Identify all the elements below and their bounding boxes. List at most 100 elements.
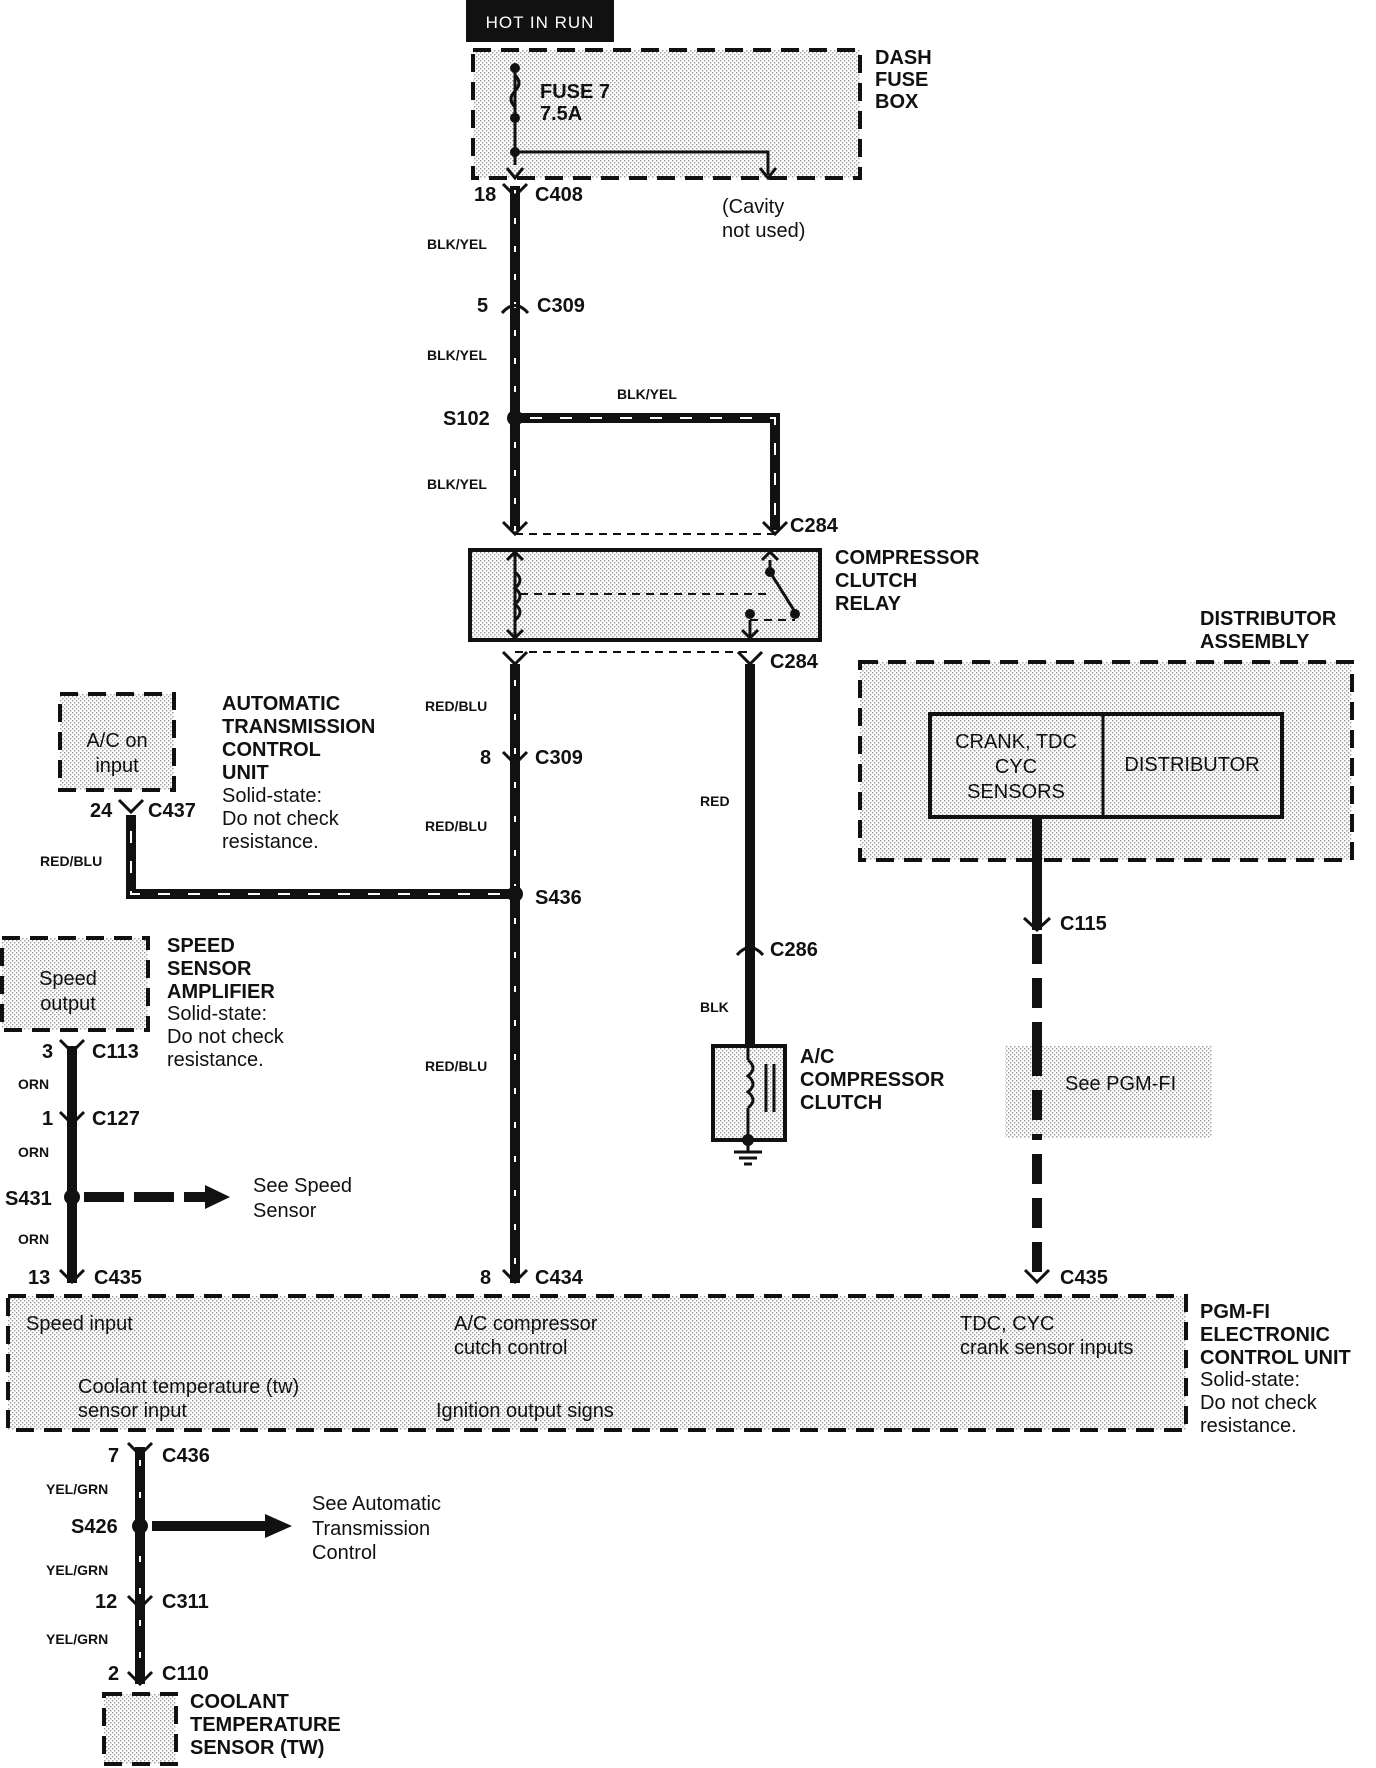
ecu-tdc-inputs-2: crank sensor inputs xyxy=(960,1337,1133,1359)
distributor-label: DISTRIBUTOR xyxy=(1124,754,1259,776)
svg-text:RELAY: RELAY xyxy=(835,593,902,615)
wire-label-red-blu-1: RED/BLU xyxy=(425,698,487,714)
svg-text:COOLANT: COOLANT xyxy=(190,1691,289,1713)
svg-text:CRANK, TDC: CRANK, TDC xyxy=(955,731,1077,753)
svg-text:SENSOR: SENSOR xyxy=(167,958,252,980)
ecu-ac-control-2: cutch control xyxy=(454,1337,567,1359)
connector-c408: C408 xyxy=(535,184,583,206)
svg-text:AMPLIFIER: AMPLIFIER xyxy=(167,981,275,1003)
svg-text:Solid-state:: Solid-state: xyxy=(1200,1369,1300,1391)
svg-text:Solid-state:: Solid-state: xyxy=(222,785,322,807)
splice-s102-label: S102 xyxy=(443,408,490,430)
svg-text:TEMPERATURE: TEMPERATURE xyxy=(190,1714,341,1736)
wire-label-blk-yel-3: BLK/YEL xyxy=(617,386,677,402)
ecu-title: PGM-FI ELECTRONIC CONTROL UNIT xyxy=(1200,1301,1351,1369)
see-speed-sensor-2: Sensor xyxy=(253,1200,317,1222)
svg-text:Do not check: Do not check xyxy=(167,1026,285,1048)
pin-3: 3 xyxy=(42,1041,53,1063)
ecu-tdc-inputs-1: TDC, CYC xyxy=(960,1313,1054,1335)
see-atc-1: See Automatic xyxy=(312,1493,441,1515)
connector-c435-right: C435 xyxy=(1060,1267,1108,1289)
pgm-fi-electronic-control-unit xyxy=(6,1294,1188,1432)
coolant-temperature-sensor xyxy=(102,1692,178,1766)
ecu-speed-input: Speed input xyxy=(26,1313,133,1335)
fuse-icon xyxy=(509,73,521,109)
svg-text:SENSOR (TW): SENSOR (TW) xyxy=(190,1737,324,1759)
pin-5: 5 xyxy=(477,295,488,317)
coolant-sensor-title: COOLANT TEMPERATURE SENSOR (TW) xyxy=(190,1691,341,1759)
svg-text:SPEED: SPEED xyxy=(167,935,235,957)
atcu-input-1: A/C on xyxy=(86,730,147,752)
svg-text:CLUTCH: CLUTCH xyxy=(800,1092,882,1114)
svg-text:BOX: BOX xyxy=(875,91,919,113)
see-pgm-fi-label: See PGM-FI xyxy=(1065,1073,1176,1095)
splice-s436-label: S436 xyxy=(535,887,582,909)
hot-in-run-header-bg xyxy=(466,0,614,42)
distributor-assembly-title: DISTRIBUTOR ASSEMBLY xyxy=(1200,608,1337,653)
svg-text:ASSEMBLY: ASSEMBLY xyxy=(1200,631,1310,653)
speed-amp-title: SPEED SENSOR AMPLIFIER xyxy=(167,935,275,1003)
pin-1: 1 xyxy=(42,1108,53,1130)
cavity-note-2: not used) xyxy=(722,220,805,242)
arrow-right-icon xyxy=(205,1185,230,1209)
svg-text:Solid-state:: Solid-state: xyxy=(167,1003,267,1025)
pin-18: 18 xyxy=(474,184,496,206)
connector-c435-left: C435 xyxy=(94,1267,142,1289)
wire-label-yel-grn-2: YEL/GRN xyxy=(46,1562,108,1578)
connector-c284-bottom: C284 xyxy=(770,651,819,673)
svg-text:UNIT: UNIT xyxy=(222,762,269,784)
pin-24: 24 xyxy=(90,800,113,822)
svg-text:Do not check: Do not check xyxy=(1200,1392,1318,1414)
svg-text:DASH: DASH xyxy=(875,47,932,69)
wire-label-red-blu-4: RED/BLU xyxy=(425,1058,487,1074)
dash-fuse-box xyxy=(471,48,862,180)
atcu-input-2: input xyxy=(95,755,139,777)
splice-s426 xyxy=(132,1518,148,1534)
speed-output-1: Speed xyxy=(39,968,97,990)
distributor-inner-box xyxy=(928,712,1284,819)
speed-amp-note: Solid-state: Do not check resistance. xyxy=(167,1003,285,1071)
pin-12: 12 xyxy=(95,1591,117,1613)
svg-text:CONTROL: CONTROL xyxy=(222,739,321,761)
ecu-coolant-input-1: Coolant temperature (tw) xyxy=(78,1376,299,1398)
wire-label-blk-yel-2: BLK/YEL xyxy=(427,347,487,363)
connector-c113: C113 xyxy=(92,1041,139,1063)
atcu-title: AUTOMATIC TRANSMISSION CONTROL UNIT xyxy=(222,693,375,784)
connector-c434: C434 xyxy=(535,1267,584,1289)
connector-c127: C127 xyxy=(92,1108,140,1130)
svg-text:TRANSMISSION: TRANSMISSION xyxy=(222,716,375,738)
atcu-note: Solid-state: Do not check resistance. xyxy=(222,785,340,853)
relay-coil-icon xyxy=(512,570,522,622)
wire-label-red-blu-3: RED/BLU xyxy=(40,853,102,869)
svg-text:AUTOMATIC: AUTOMATIC xyxy=(222,693,340,715)
connector-c309a: C309 xyxy=(537,295,585,317)
svg-text:resistance.: resistance. xyxy=(222,831,319,853)
relay-switch-icon xyxy=(768,571,797,613)
crank-tdc-cyc-sensors: CRANK, TDC CYC SENSORS xyxy=(955,731,1077,803)
svg-text:resistance.: resistance. xyxy=(1200,1415,1297,1437)
svg-text:PGM-FI: PGM-FI xyxy=(1200,1301,1270,1323)
splice-s426-label: S426 xyxy=(71,1516,118,1538)
see-atc-2: Transmission xyxy=(312,1518,430,1540)
fuse-rating: 7.5A xyxy=(540,103,582,125)
pin-8-bottom: 8 xyxy=(480,1267,491,1289)
relay-title: COMPRESSOR CLUTCH RELAY xyxy=(835,547,980,615)
speed-sensor-amplifier xyxy=(0,936,150,1032)
svg-text:CONTROL UNIT: CONTROL UNIT xyxy=(1200,1347,1351,1369)
wire-label-yel-grn-3: YEL/GRN xyxy=(46,1631,108,1647)
see-atc-3: Control xyxy=(312,1542,376,1564)
pin-13: 13 xyxy=(28,1267,50,1289)
connector-c309a-icon xyxy=(500,304,530,315)
svg-text:resistance.: resistance. xyxy=(167,1049,264,1071)
see-speed-sensor-1: See Speed xyxy=(253,1175,352,1197)
splice-s431 xyxy=(64,1189,80,1205)
connector-c284-top: C284 xyxy=(790,515,839,537)
connector-c286-icon xyxy=(735,946,765,957)
pin-7: 7 xyxy=(108,1445,119,1467)
splice-s431-label: S431 xyxy=(5,1188,52,1210)
wire-label-orn-2: ORN xyxy=(18,1144,49,1160)
wire-label-blk-yel-4: BLK/YEL xyxy=(427,476,487,492)
svg-text:CYC: CYC xyxy=(995,756,1037,778)
svg-text:COMPRESSOR: COMPRESSOR xyxy=(835,547,980,569)
